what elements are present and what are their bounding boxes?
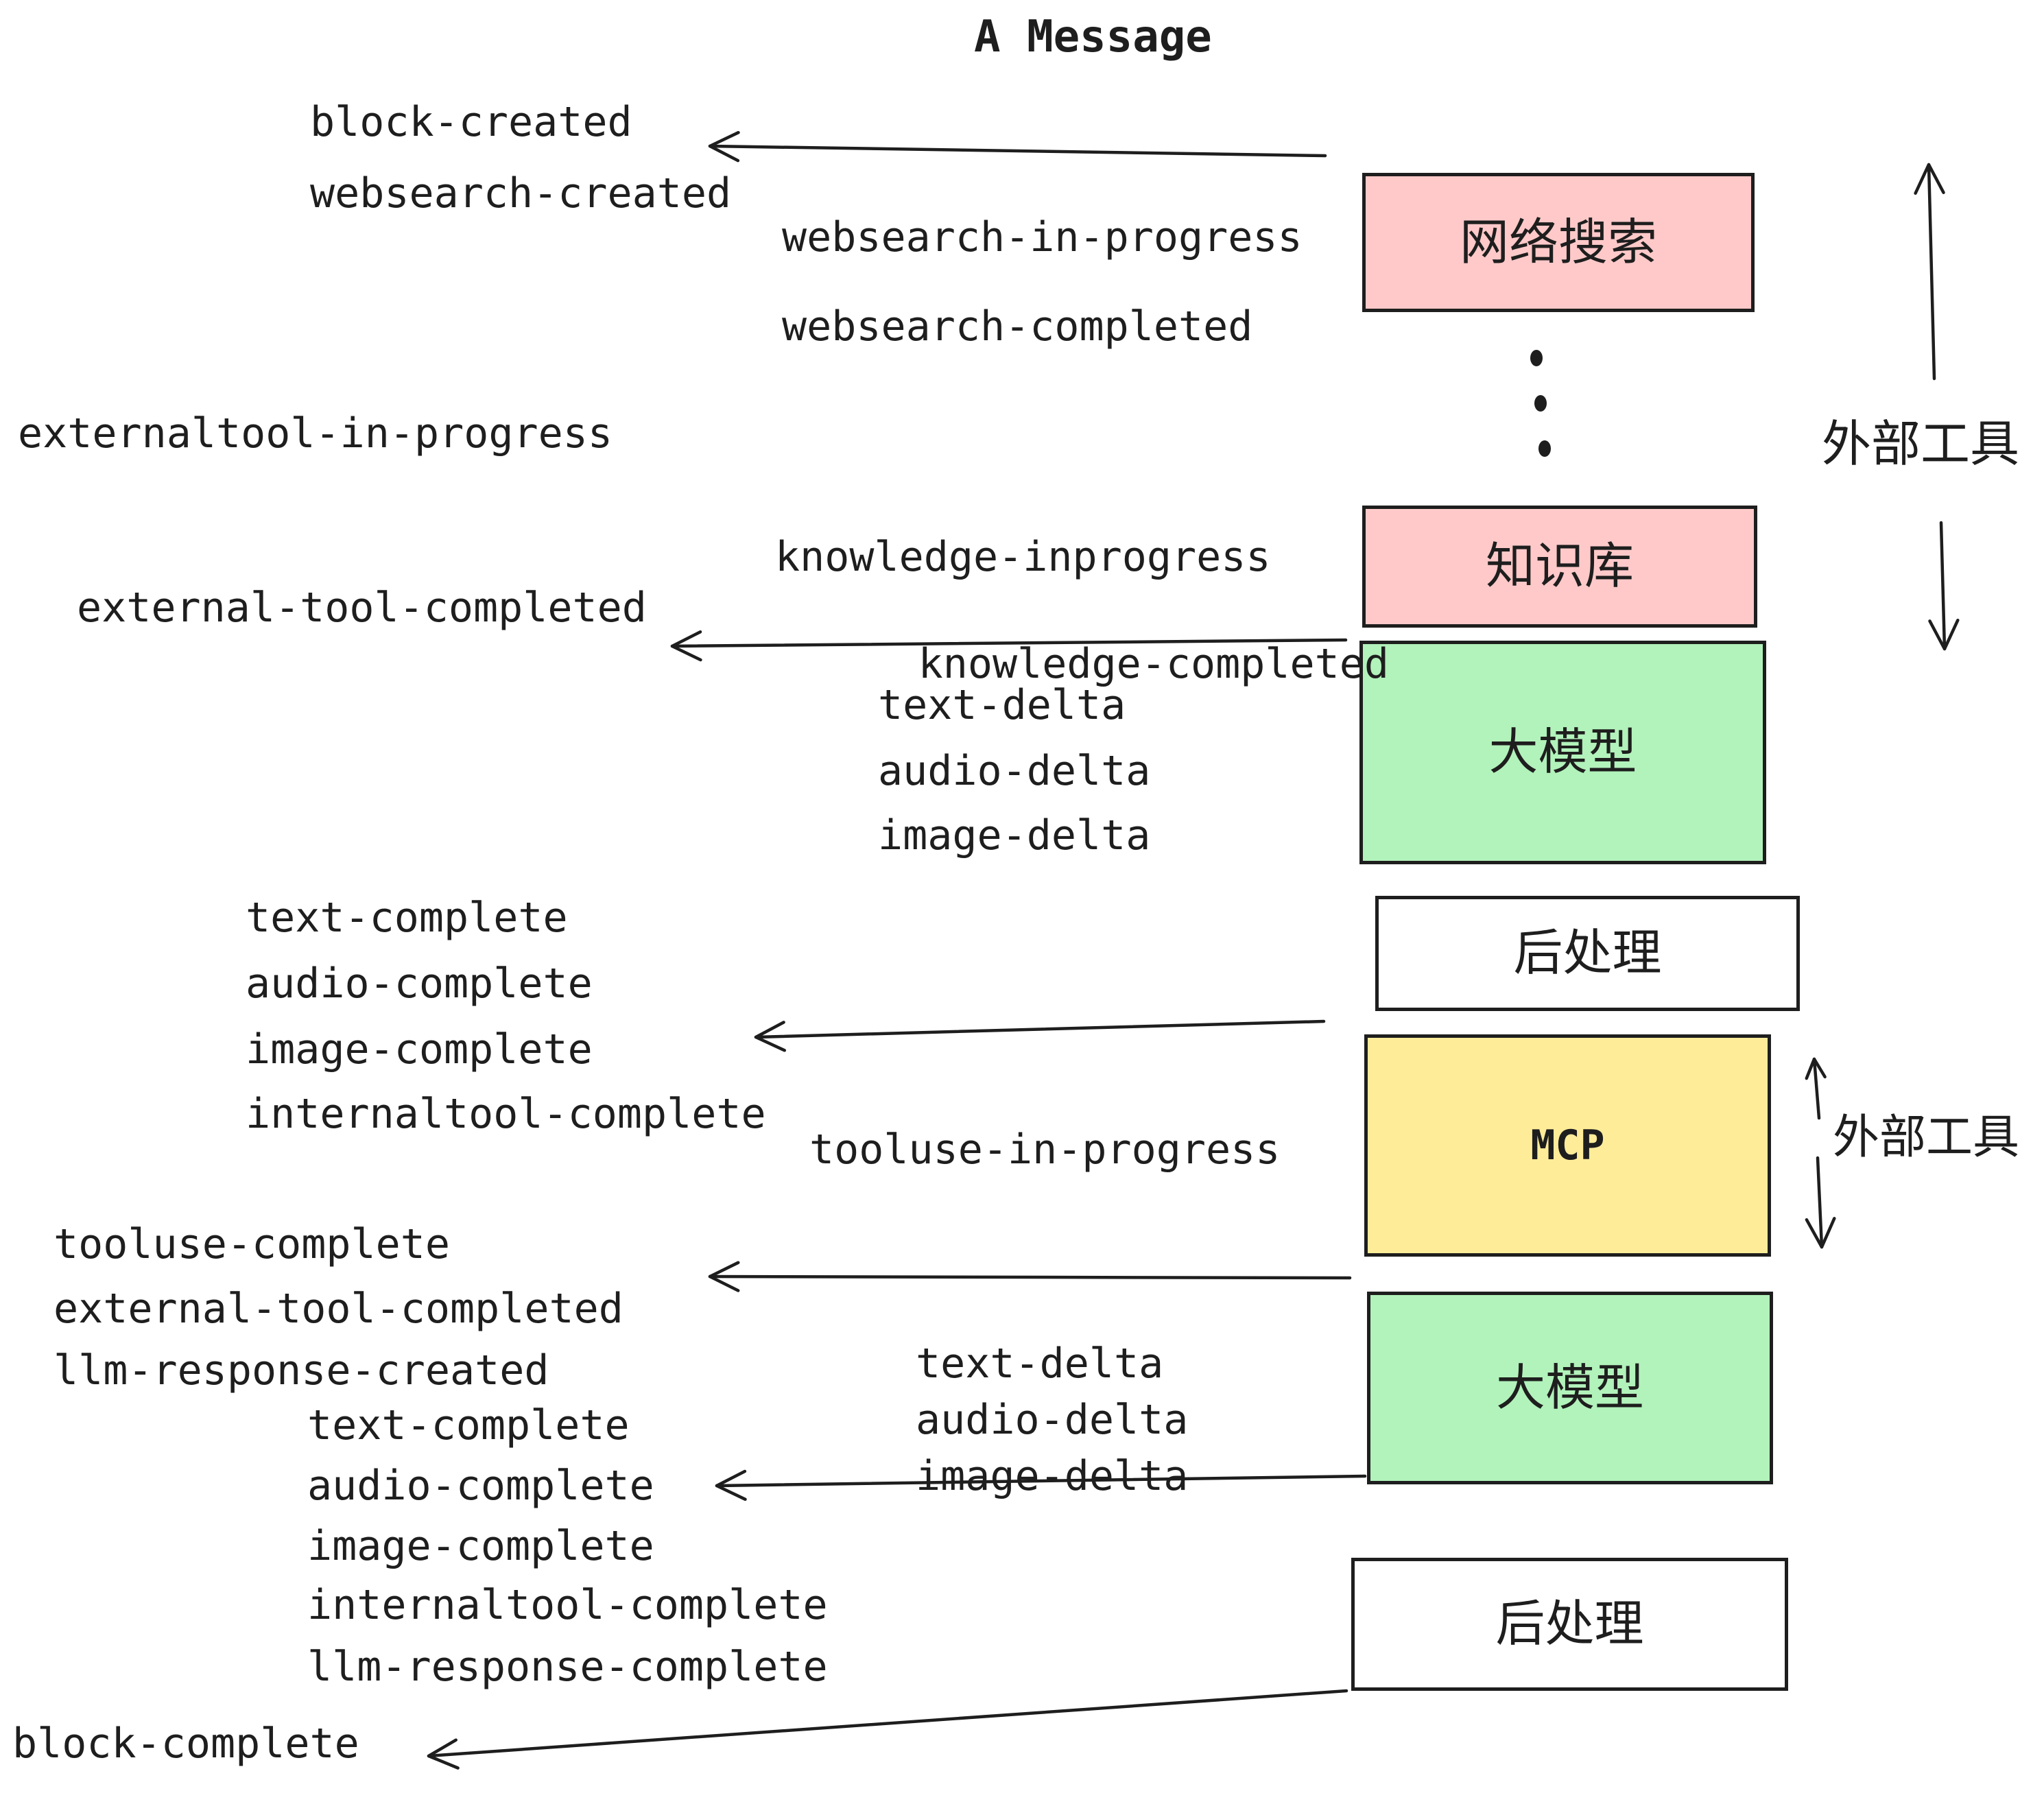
arrowhead [1805,1217,1836,1249]
arrow-line [708,144,1327,158]
arrow-to-audio-complete [715,1469,1367,1502]
side-label-external-tools-2: 外部工具 [1833,1111,2020,1163]
arrow-line [1927,163,1936,381]
diagram-title: A Message [974,12,1212,62]
node-knowledge: 知识库 [1362,506,1757,628]
arrowhead [1914,163,1945,195]
event-label-image-delta-1: image-delta [878,811,1151,859]
ellipsis-dot [1538,440,1551,457]
arrowhead [670,630,702,662]
arrow-line [708,1274,1352,1280]
arrow-line [754,1019,1326,1039]
event-label-knowledge-completed: knowledge-completed [918,640,1389,688]
node-postprocess-1-label: 后处理 [1513,926,1662,981]
ellipsis-dot [1534,395,1547,412]
event-label-tooluse-complete: tooluse-complete [54,1220,450,1268]
event-label-audio-delta-1: audio-delta [878,747,1151,795]
arrow-line [1939,521,1947,651]
arrowhead [754,1021,787,1052]
event-label-audio-complete-1: audio-complete [246,960,593,1008]
event-label-image-complete-2: image-complete [307,1522,654,1570]
event-label-text-delta-2: text-delta [916,1340,1164,1388]
arrow-line [715,1474,1367,1488]
event-label-knowledge-inprogress: knowledge-inprogress [775,533,1271,581]
arrowhead [708,1261,740,1292]
event-label-websearch-completed: websearch-completed [782,302,1253,351]
event-label-llm-response-complete: llm-response-complete [307,1643,828,1691]
node-mcp-label: MCP [1530,1121,1605,1170]
arrowhead [1805,1057,1827,1080]
event-label-external-tool-completed-1: external-tool-completed [77,584,647,632]
event-label-block-complete: block-complete [12,1720,359,1768]
event-label-internaltool-complete-2: internaltool-complete [307,1581,828,1629]
node-websearch-label: 网络搜索 [1459,215,1657,270]
arrow-line [670,638,1348,648]
arrow-external-tools-down-2 [1805,1156,1836,1249]
event-label-internaltool-complete-1: internaltool-complete [246,1090,766,1138]
arrowhead [427,1738,460,1770]
arrow-to-tooluse-complete [708,1261,1352,1292]
side-label-external-tools-1: 外部工具 [1822,417,2020,472]
arrowhead [708,130,740,163]
arrow-to-block-complete [427,1689,1348,1770]
event-label-block-created: block-created [310,98,632,146]
arrow-line [1812,1057,1821,1120]
event-label-audio-complete-2: audio-complete [307,1462,654,1510]
node-llm-1: 大模型 [1359,641,1766,864]
arrowhead [715,1469,747,1502]
node-mcp: MCP [1364,1034,1771,1257]
event-label-llm-response-created: llm-response-created [54,1346,549,1394]
event-label-image-complete-1: image-complete [246,1025,593,1073]
ellipsis-dot [1530,350,1543,366]
node-websearch: 网络搜索 [1362,173,1755,312]
arrow-line [1816,1156,1824,1249]
event-label-tooluse-in-progress: tooluse-in-progress [809,1126,1281,1174]
node-llm-2: 大模型 [1367,1292,1773,1484]
node-postprocess-2: 后处理 [1351,1558,1788,1691]
node-llm-1-label: 大模型 [1488,725,1637,780]
node-postprocess-1: 后处理 [1375,896,1800,1011]
arrow-to-knowledge-completed [670,630,1348,662]
node-knowledge-label: 知识库 [1485,539,1634,594]
event-label-websearch-in-progress: websearch-in-progress [782,213,1303,261]
arrow-external-tools-up-1 [1914,163,1945,381]
event-label-external-tool-completed-2: external-tool-completed [54,1285,623,1333]
event-label-text-complete-1: text-complete [246,894,568,942]
node-llm-2-label: 大模型 [1495,1360,1644,1416]
arrowhead [1928,618,1960,651]
node-postprocess-2-label: 后处理 [1495,1597,1644,1652]
arrow-to-image-complete [754,1019,1326,1052]
arrow-external-tools-down-1 [1928,521,1960,651]
event-label-image-delta-2: image-delta [916,1452,1189,1500]
arrow-external-tools-up-2 [1805,1057,1827,1120]
event-label-audio-delta-2: audio-delta [916,1396,1189,1444]
arrow-to-block-created [708,130,1327,163]
event-label-text-complete-2: text-complete [307,1401,630,1449]
event-label-websearch-created: websearch-created [310,169,732,217]
event-label-externaltool-in-progress: externaltool-in-progress [18,410,613,458]
event-label-text-delta-1: text-delta [878,681,1126,729]
arrow-line [427,1689,1348,1758]
